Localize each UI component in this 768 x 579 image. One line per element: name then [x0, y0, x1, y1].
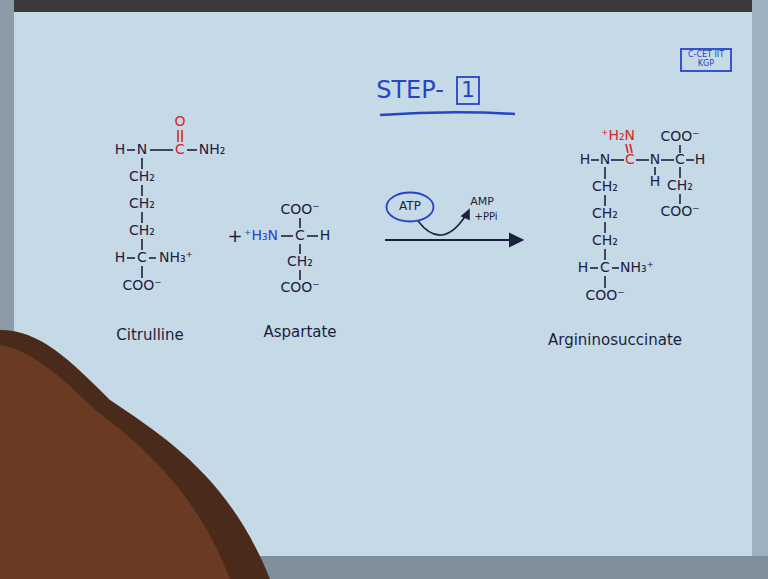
group: NH₂ — [199, 142, 226, 157]
right-edge — [752, 0, 768, 579]
group: COO⁻ — [585, 288, 624, 303]
node-text: C-CET IIT KGP — [684, 51, 728, 69]
group: NH₃⁺ — [159, 250, 193, 265]
atom: N — [137, 142, 147, 157]
circled-cofactor: ATP — [385, 191, 435, 223]
atom: H — [650, 174, 661, 189]
group: COO⁻ — [280, 280, 319, 295]
group: CH₂ — [592, 233, 618, 248]
group: CH₂ — [592, 179, 618, 194]
atom: C — [137, 250, 147, 265]
group: CH₂ — [129, 169, 155, 184]
group: COO⁻ — [280, 202, 319, 217]
atom: H — [580, 152, 591, 167]
step-number-box: 1 — [456, 76, 480, 105]
group: COO⁻ — [122, 278, 161, 293]
atom: H — [320, 228, 331, 243]
logo-box: C-CET IIT KGP — [680, 48, 732, 72]
node-text: ATP — [399, 200, 421, 213]
group: NH₃⁺ — [620, 260, 654, 275]
group: CH₂ — [592, 206, 618, 221]
atom: C — [675, 152, 685, 167]
carbonyl-double-bond — [178, 130, 182, 142]
group: CH₂ — [287, 254, 313, 269]
aspartate-bonds — [281, 218, 318, 280]
group: ⁺H₃N — [244, 228, 278, 243]
product-label: AMP — [470, 196, 494, 208]
group: COO⁻ — [660, 204, 699, 219]
hand-shadow — [0, 330, 270, 579]
group: CH₂ — [129, 223, 155, 238]
atom: H — [578, 260, 589, 275]
compound-name: Aspartate — [263, 324, 336, 341]
atom: O — [174, 114, 185, 129]
atom: C — [625, 152, 635, 167]
title-underline — [380, 112, 515, 115]
compound-name: Citrulline — [116, 327, 183, 344]
hand — [0, 345, 230, 579]
group: CH₂ — [129, 196, 155, 211]
atom: H — [695, 152, 706, 167]
top-edge — [0, 0, 768, 12]
atom: C — [175, 142, 185, 157]
plus-sign: + — [227, 226, 242, 246]
citrulline-bonds — [127, 150, 197, 278]
compound-name: Argininosuccinate — [548, 332, 682, 349]
step-title: STEP- — [376, 76, 444, 104]
atom: H — [115, 250, 126, 265]
atom: H — [115, 142, 126, 157]
group: COO⁻ — [660, 129, 699, 144]
atom: C — [600, 260, 610, 275]
atom: C — [295, 228, 305, 243]
group: CH₂ — [667, 178, 693, 193]
atom: N — [650, 152, 660, 167]
product-label: +PPi — [475, 211, 498, 222]
node-text: 1 — [461, 78, 475, 102]
atom: N — [600, 152, 610, 167]
reaction-arrow — [385, 234, 522, 246]
atp-to-amp-curve — [418, 210, 469, 235]
group: ⁺H₂N — [601, 128, 635, 143]
